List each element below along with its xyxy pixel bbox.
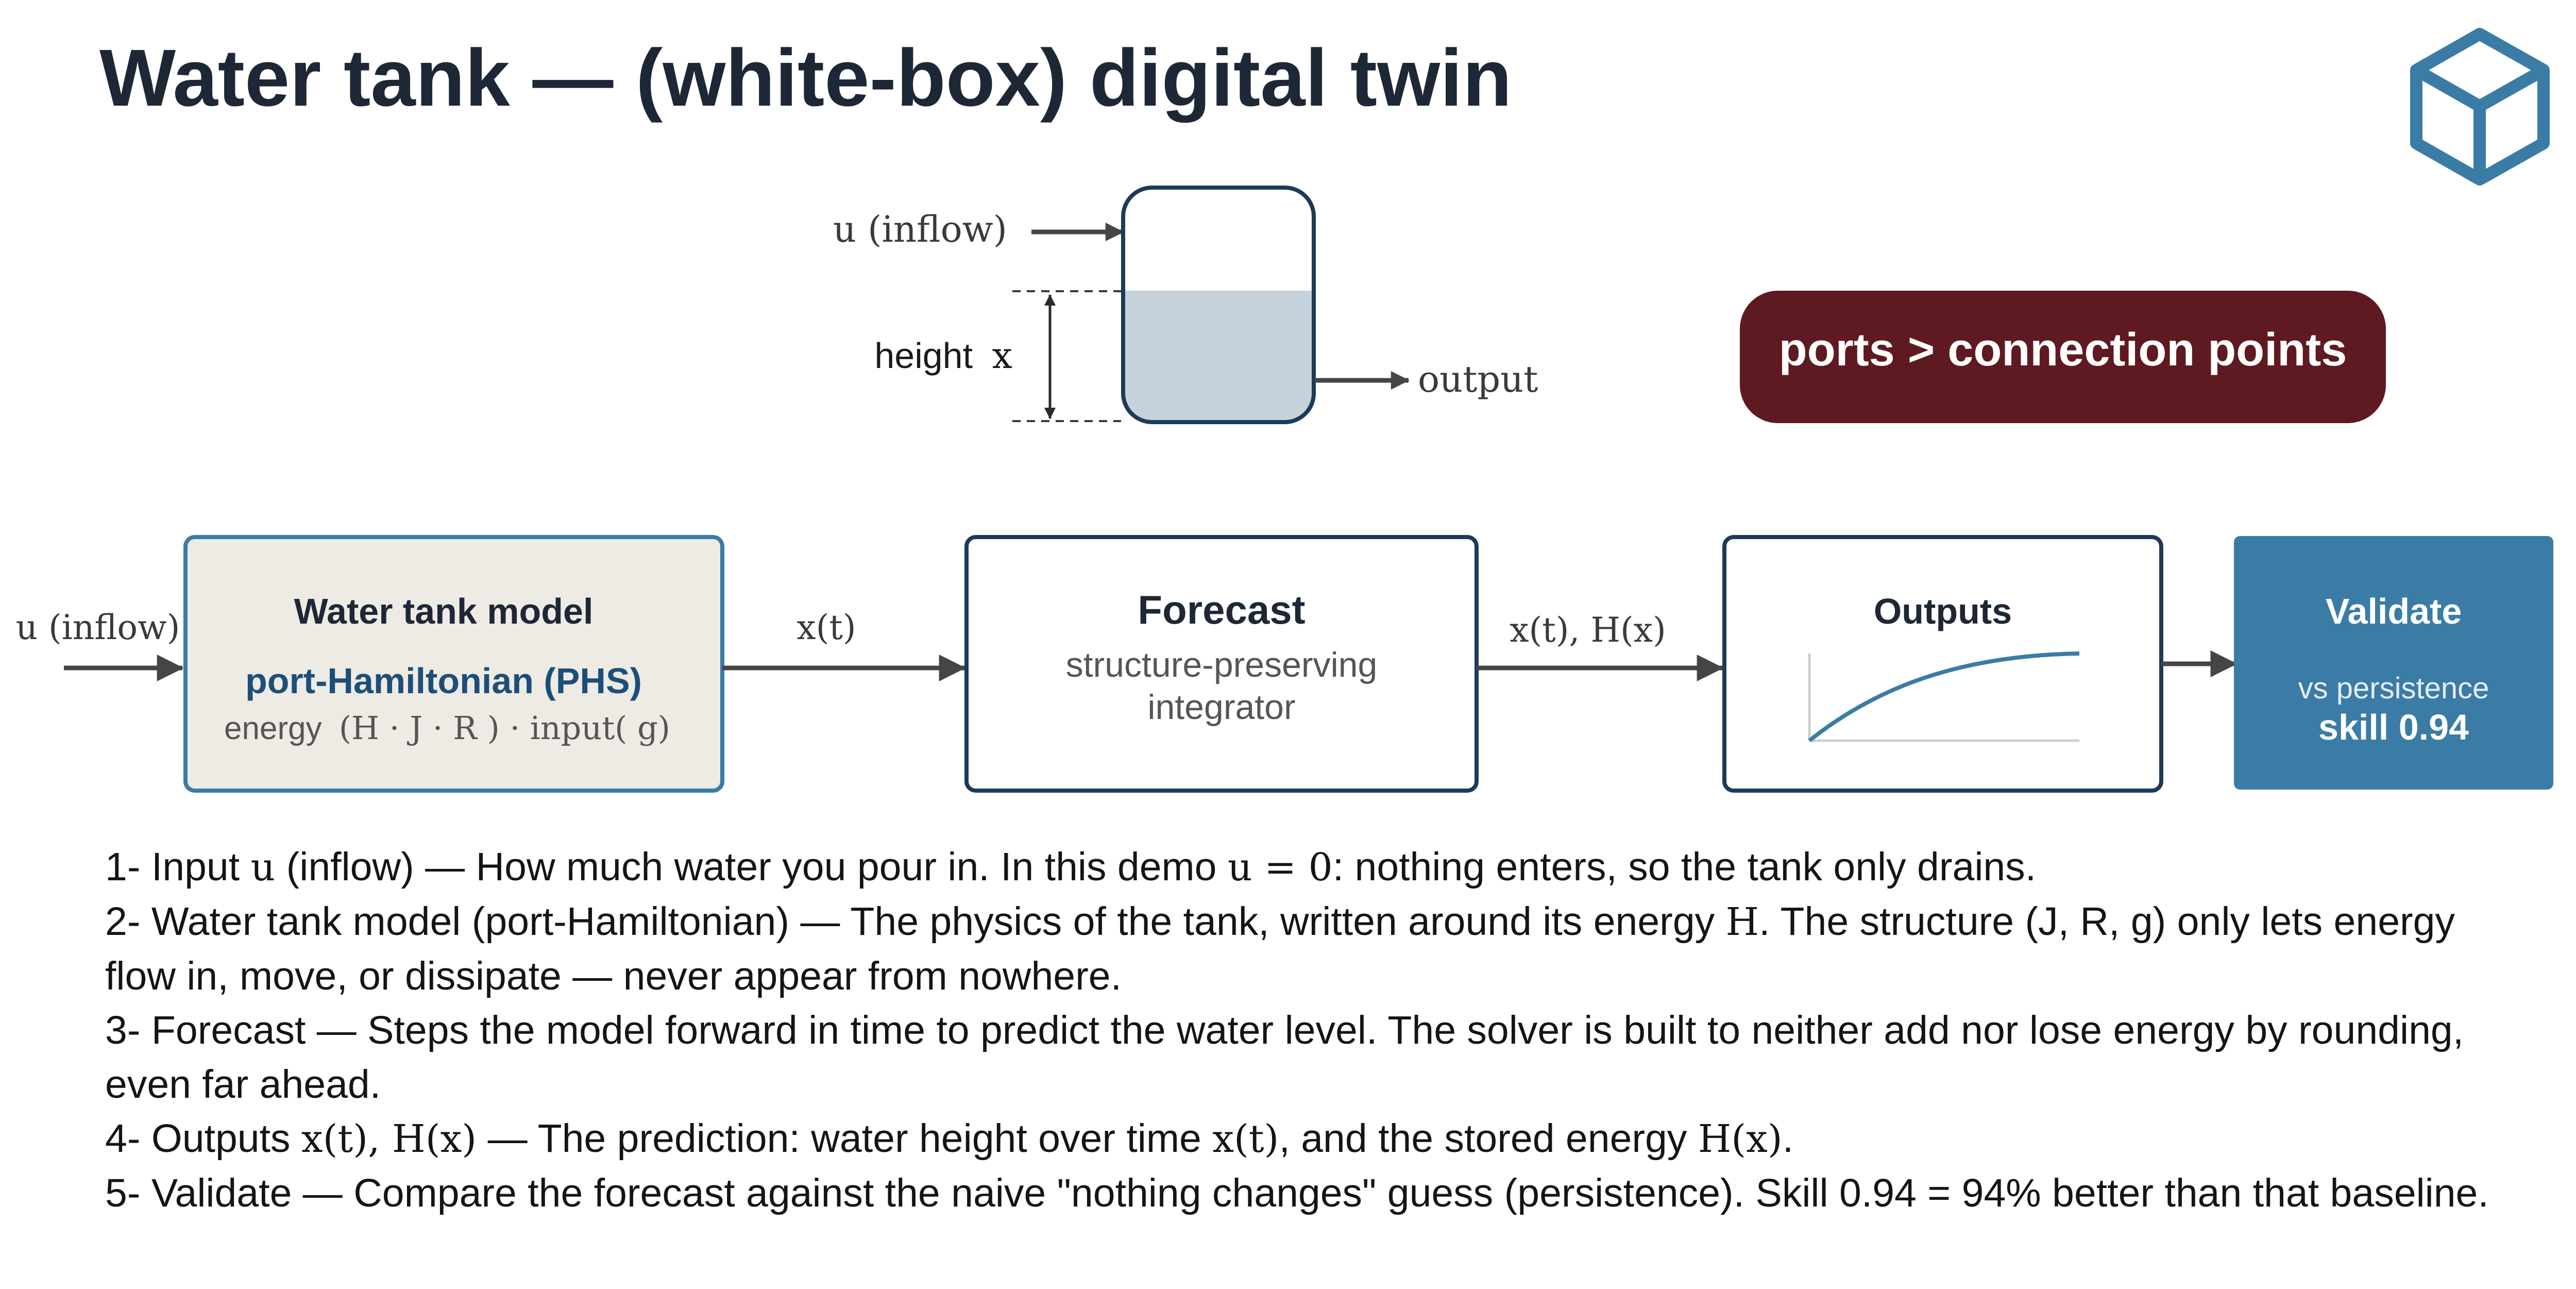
validate-line2: skill 0.94 bbox=[2318, 707, 2469, 747]
note-text: . bbox=[1782, 1116, 1794, 1161]
note-text: , and the stored energy bbox=[1279, 1116, 1698, 1161]
model-box: Water tank model port-Hamiltonian (PHS) … bbox=[183, 535, 724, 793]
tank-height-label-text: height bbox=[874, 336, 973, 376]
tank-output-label: output bbox=[1418, 358, 1538, 400]
forecast-title: Forecast bbox=[1138, 587, 1305, 632]
pipeline-input-label: u (inflow) bbox=[16, 608, 180, 647]
cube-icon bbox=[2410, 28, 2550, 186]
validate-line1: vs persistence bbox=[2298, 672, 2489, 705]
tank-height-label: height x bbox=[874, 334, 1012, 377]
edge-label-xt-hx: x(t), H(x) bbox=[1510, 610, 1666, 650]
note-math: H bbox=[1725, 900, 1759, 944]
tank-inflow-label: u (inflow) bbox=[833, 208, 1007, 250]
outputs-box: Outputs bbox=[1722, 535, 2163, 793]
note-text: . The structure (J, R, g) only lets ener… bbox=[105, 899, 2455, 998]
tank-illustration: u (inflow) height x output bbox=[833, 186, 1538, 424]
note-text: 4- Outputs bbox=[105, 1116, 301, 1161]
sparkline-curve bbox=[1808, 651, 2080, 743]
model-detail-math: (H · J · R ) · input( g) bbox=[339, 709, 670, 747]
tank-water bbox=[1123, 291, 1314, 422]
note-text: — The prediction: water height over time bbox=[477, 1116, 1213, 1161]
ports-badge: ports > connection points bbox=[1740, 291, 2386, 423]
note-text: 1- Input bbox=[105, 845, 251, 889]
page-title: Water tank — (white-box) digital twin bbox=[99, 33, 1512, 123]
model-subtitle: port-Hamiltonian (PHS) bbox=[245, 661, 642, 701]
note-text: : nothing enters, so the tank only drain… bbox=[1332, 845, 2037, 889]
note-text: 3- Forecast — Steps the model forward in… bbox=[105, 1008, 2464, 1107]
note-math: x(t) bbox=[1212, 1117, 1279, 1161]
note-text: 5- Validate — Compare the forecast again… bbox=[105, 1171, 2489, 1215]
validate-box: Validate vs persistence skill 0.94 bbox=[2234, 536, 2553, 790]
tank-height-label-var: x bbox=[992, 334, 1012, 377]
model-detail: energy (H · J · R ) · input( g) bbox=[224, 709, 670, 747]
note-text: (inflow) — How much water you pour in. I… bbox=[275, 845, 1228, 889]
model-detail-prefix: energy bbox=[224, 711, 322, 746]
note-math: u bbox=[250, 845, 276, 890]
note-math: u = 0 bbox=[1227, 845, 1333, 890]
forecast-line2: integrator bbox=[1147, 688, 1295, 727]
note-item: 3- Forecast — Steps the model forward in… bbox=[105, 1003, 2527, 1112]
note-item: 5- Validate — Compare the forecast again… bbox=[105, 1166, 2527, 1220]
explanation-notes: 1- Input u (inflow) — How much water you… bbox=[105, 840, 2527, 1220]
outputs-title: Outputs bbox=[1874, 591, 2012, 631]
tank-body bbox=[1121, 186, 1316, 424]
model-title: Water tank model bbox=[294, 591, 594, 631]
note-item: 2- Water tank model (port-Hamiltonian) —… bbox=[105, 895, 2527, 1003]
note-math: x(t), H(x) bbox=[301, 1117, 477, 1161]
note-item: 4- Outputs x(t), H(x) — The prediction: … bbox=[105, 1112, 2527, 1166]
forecast-box: Forecast structure-preserving integrator bbox=[964, 535, 1479, 793]
edge-label-xt: x(t) bbox=[796, 608, 856, 647]
forecast-line1: structure-preserving bbox=[1066, 645, 1378, 684]
ports-badge-label: ports > connection points bbox=[1779, 324, 2347, 376]
outputs-sparkline bbox=[1808, 651, 2080, 743]
validate-title: Validate bbox=[2326, 591, 2462, 631]
note-math: H(x) bbox=[1698, 1117, 1783, 1161]
note-text: 2- Water tank model (port-Hamiltonian) —… bbox=[105, 899, 1726, 944]
note-item: 1- Input u (inflow) — How much water you… bbox=[105, 840, 2527, 895]
